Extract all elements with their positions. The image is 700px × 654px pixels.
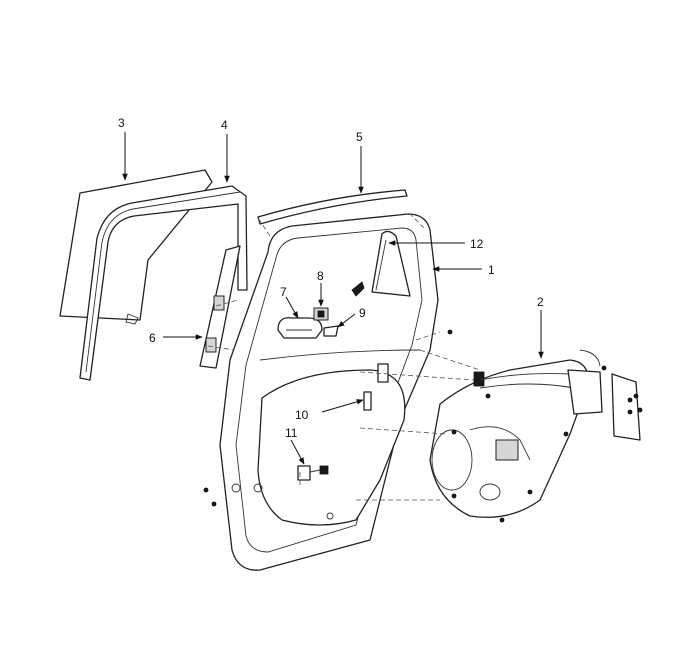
regulator-module [429, 349, 603, 518]
callout-2: 2 [537, 295, 544, 359]
key-cylinder [323, 325, 339, 337]
callout-4: 4 [221, 118, 230, 183]
handle-bracket [313, 307, 329, 321]
callout-8: 8 [317, 269, 324, 307]
callout-6-label: 6 [149, 331, 156, 345]
body-section [611, 373, 641, 441]
callout-1-label: 1 [488, 263, 495, 277]
callout-9: 9 [337, 306, 366, 328]
door-panel [219, 213, 439, 571]
callout-12: 12 [388, 237, 484, 251]
callout-8-label: 8 [317, 269, 324, 283]
callout-11: 11 [285, 426, 305, 465]
callout-1: 1 [432, 263, 495, 277]
callout-5-label: 5 [356, 130, 363, 144]
callout-4-label: 4 [221, 118, 228, 132]
assembly-guide-lines [207, 213, 481, 501]
rear-channel [199, 245, 241, 369]
callout-11-label: 11 [285, 426, 298, 440]
triangular-glass [371, 230, 411, 297]
callout-2-label: 2 [537, 295, 544, 309]
callout-7-label: 7 [280, 285, 287, 299]
screws [203, 329, 643, 523]
door-checker [297, 465, 329, 481]
callout-10: 10 [295, 399, 364, 422]
glass-run-channel [79, 185, 248, 381]
callout-9-label: 9 [359, 306, 366, 320]
clip [351, 281, 365, 297]
outer-weatherstrip [257, 189, 408, 225]
callout-5: 5 [356, 130, 364, 194]
callout-12-label: 12 [470, 237, 484, 251]
callout-3-label: 3 [118, 116, 125, 130]
callout-3: 3 [118, 116, 128, 181]
outside-handle [277, 317, 323, 339]
callout-6: 6 [149, 331, 203, 345]
callout-10-label: 10 [295, 408, 309, 422]
callout-7: 7 [280, 285, 299, 319]
